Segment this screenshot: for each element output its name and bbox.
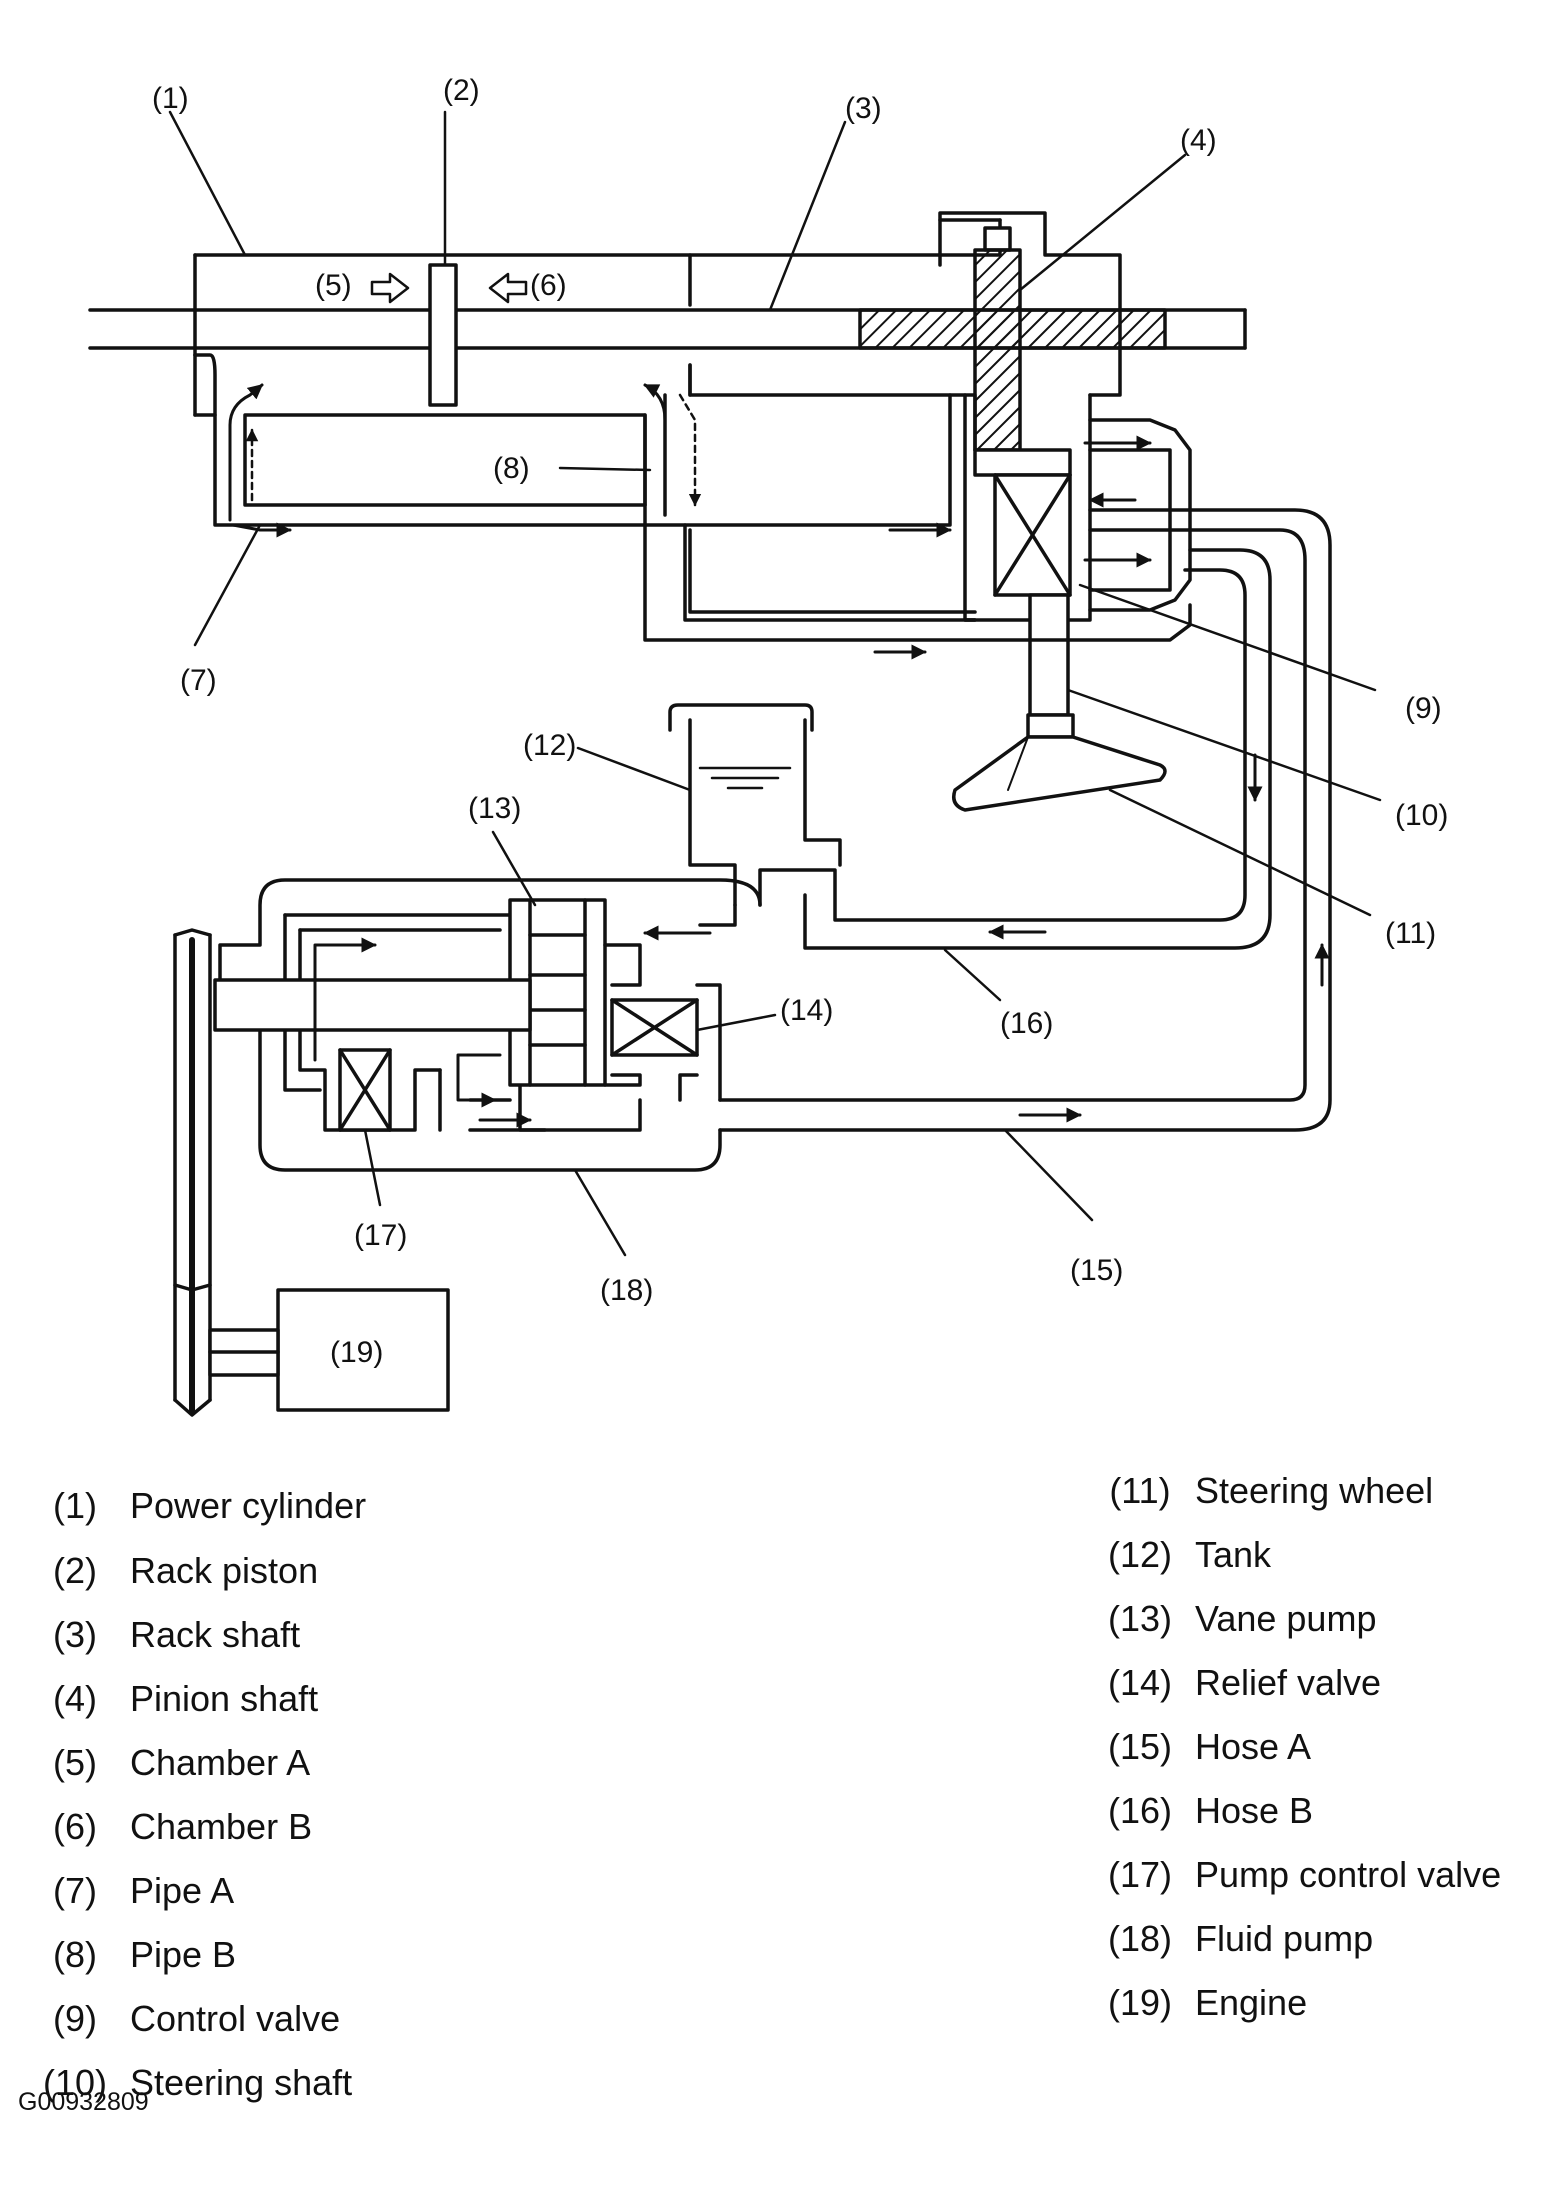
legend-item-5: (5)Chamber A [53,1742,311,1783]
callout-7: (7) [180,664,217,697]
legend-item-8: (8)Pipe B [53,1934,237,1975]
callout-19: (19) [330,1336,383,1369]
legend-item-3: (3)Rack shaft [53,1614,301,1655]
hose-b [758,548,1272,950]
legend-item-14: (14)Relief valve [1107,1662,1382,1703]
callout-6: (6) [530,269,567,302]
legend-item-19: (19)Engine [1107,1982,1308,2023]
legend-item-16: (16)Hose B [1107,1790,1314,1831]
legend-item-15: (15)Hose A [1107,1726,1312,1767]
callout-1: (1) [152,82,189,115]
legend-item-11: (11)Steering wheel [1109,1470,1434,1511]
callout-11: (11) [1385,917,1436,950]
callout-15: (15) [1070,1254,1123,1287]
pipe-loops [643,393,1192,642]
figure-code: G00932809 [18,2088,149,2116]
steering-shaft [1026,593,1075,739]
power-cylinder [193,253,952,527]
callout-9: (9) [1405,692,1442,725]
rack-piston [428,263,458,407]
callout-8: (8) [493,452,530,485]
callout-17: (17) [354,1219,407,1252]
callout-13: (13) [468,792,521,825]
callout-14: (14) [780,994,833,1027]
legend-item-1: (1)Power cylinder [53,1485,367,1526]
legend-item-18: (18)Fluid pump [1107,1918,1374,1959]
legend-item-9: (9)Control valve [53,1998,341,2039]
callout-labels: (1) (2) (3) (4) (5) (6) (7) (8) (9) (10)… [152,74,1448,1369]
legend-item-13: (13)Vane pump [1107,1598,1377,1639]
tank [668,703,842,907]
callout-16: (16) [1000,1007,1053,1040]
chamber-arrows [370,272,528,304]
legend-item-10: (10)Steering shaft [42,2062,353,2103]
callout-12: (12) [523,729,576,762]
legend-item-17: (17)Pump control valve [1107,1854,1502,1895]
leader-lines [168,110,1382,1257]
pump-shaft [173,928,532,1417]
engine [276,1288,450,1412]
dashed-flow-arrows [245,393,702,507]
legend-item-12: (12)Tank [1107,1534,1272,1575]
legend-item-6: (6)Chamber B [53,1806,313,1847]
legend-item-4: (4)Pinion shaft [53,1678,319,1719]
callout-10: (10) [1395,799,1448,832]
steering-wheel [952,735,1167,812]
legend-item-7: (7)Pipe A [53,1870,235,1911]
callout-3: (3) [845,92,882,125]
callout-5: (5) [315,269,352,302]
legend-item-2: (2)Rack piston [53,1550,319,1591]
flow-arrows [228,383,1330,1128]
hose-a [718,508,1332,1132]
rack-shaft [88,308,1247,350]
callout-2: (2) [443,74,480,107]
callout-4: (4) [1180,124,1217,157]
callout-18: (18) [600,1274,653,1307]
pinion-housing [688,211,1122,452]
